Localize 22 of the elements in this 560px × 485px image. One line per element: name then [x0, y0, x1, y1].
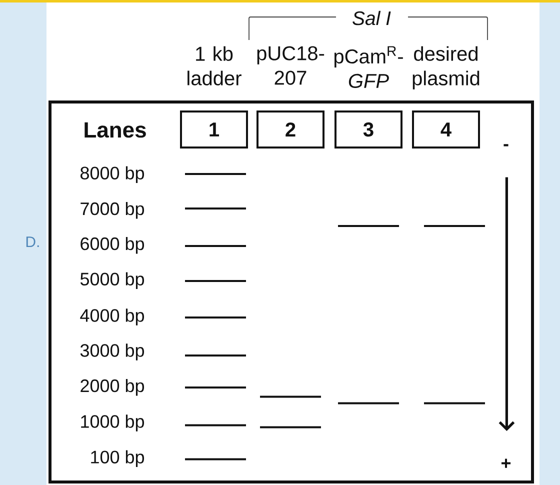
size-label: 1000 bp — [81, 414, 144, 432]
column-heading: pCam$^{R}$- GFP — [334, 46, 403, 88]
size-label: 3000 bp — [80, 344, 144, 360]
row-heading: Lanes — [84, 122, 146, 138]
plus-sign: + — [502, 458, 511, 468]
size-label: 2000 bp — [80, 378, 144, 396]
column-heading: desired plasmid — [412, 46, 480, 90]
size-label: 7000 bp — [80, 202, 144, 219]
minus-sign: - — [504, 144, 508, 146]
size-label: 6000 bp — [80, 236, 144, 254]
lane-box: 1 — [180, 110, 248, 148]
column-heading: pUC18- 207 — [257, 46, 324, 85]
bracket-label: Sal I — [352, 10, 391, 26]
lane-box: 4 — [412, 110, 480, 148]
column-heading: 1 kb ladder — [188, 46, 242, 86]
size-label: 8000 bp — [80, 166, 144, 184]
size-label: 5000 bp — [80, 272, 144, 290]
size-label: 4000 bp — [80, 308, 144, 326]
panel-letter: D. — [26, 236, 39, 247]
lane-box: 3 — [334, 110, 402, 148]
lane-box: 2 — [256, 110, 324, 148]
size-label: 100 bp — [91, 450, 144, 468]
